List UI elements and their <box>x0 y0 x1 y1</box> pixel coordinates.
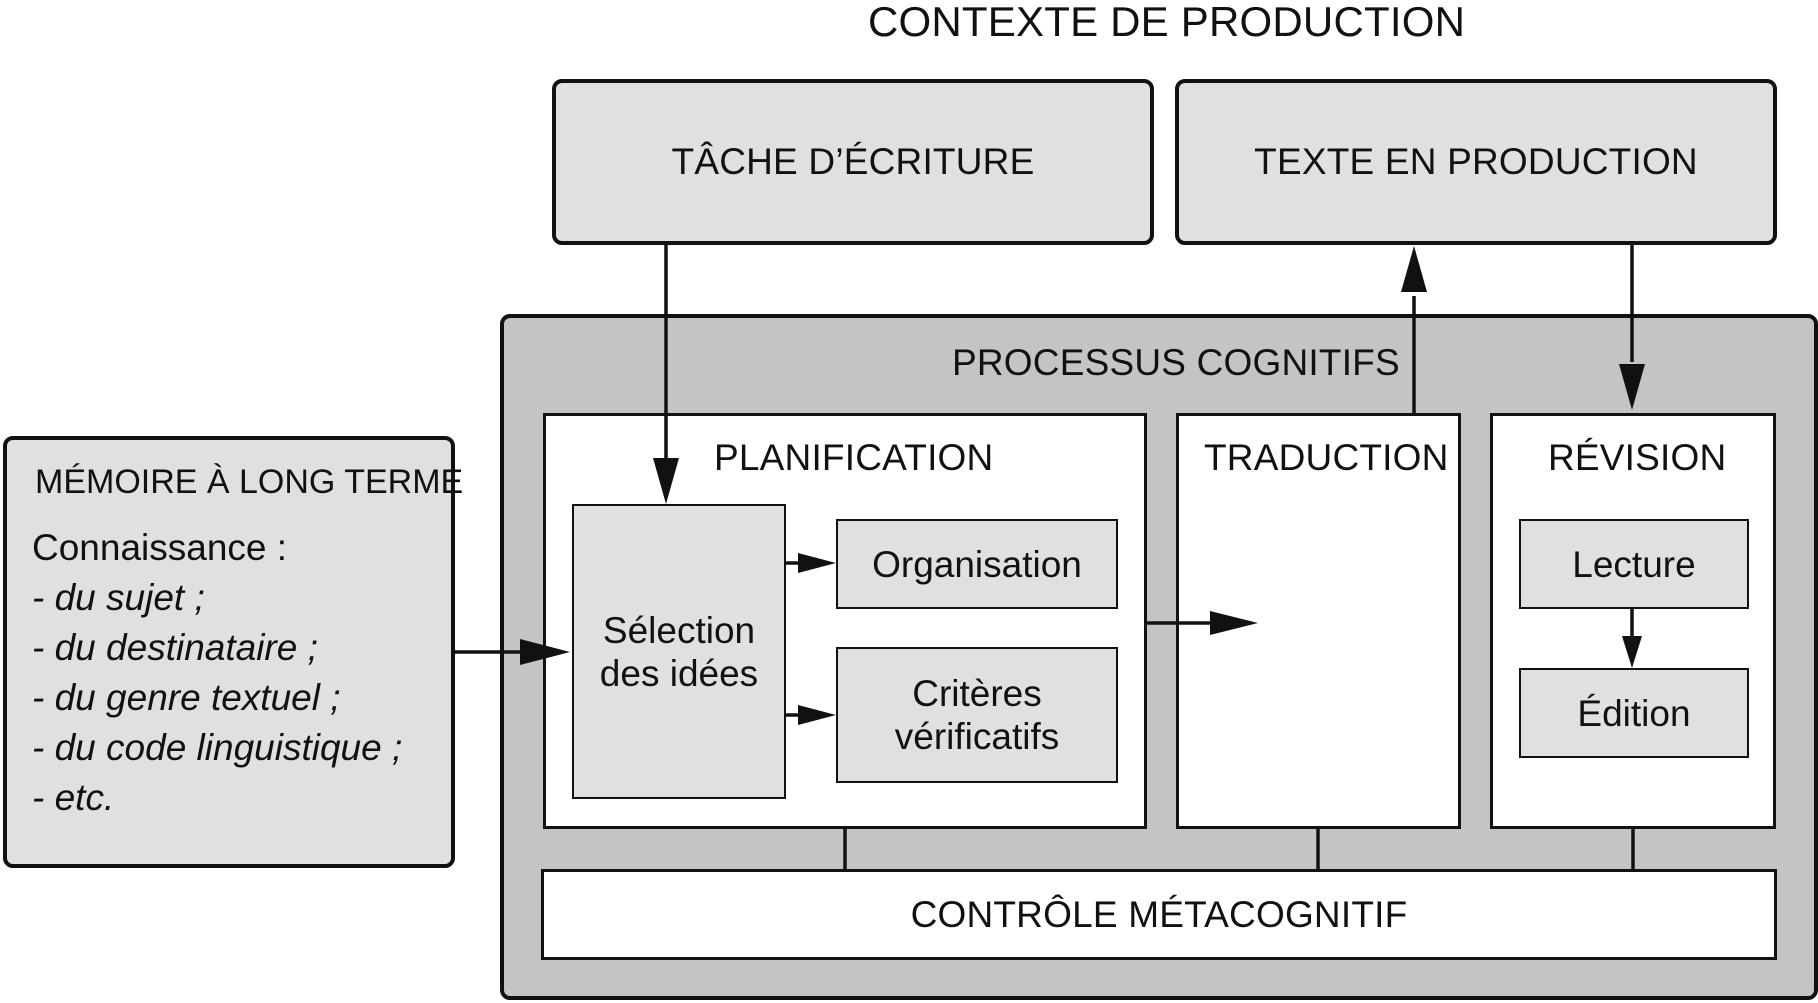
controle-metacognitif-label: CONTRÔLE MÉTACOGNITIF <box>910 893 1408 935</box>
edition-label: Édition <box>1577 692 1691 734</box>
memoire-heading: Connaissance : <box>32 527 288 568</box>
controle-metacognitif-box: CONTRÔLE MÉTACOGNITIF <box>541 869 1777 960</box>
lecture-label: Lecture <box>1572 543 1696 585</box>
selection-idees-box: Sélection des idées <box>572 504 786 799</box>
memoire-long-terme-box <box>3 436 455 868</box>
edition-box: Édition <box>1519 668 1749 758</box>
memoire-item: - du destinataire ; <box>32 627 318 668</box>
arrowhead-selection-criteres <box>798 705 836 725</box>
revision-label: RÉVISION <box>1548 437 1727 478</box>
arrowhead-planification-traduction <box>1210 611 1258 635</box>
arrowhead-selection-organisation <box>798 553 836 573</box>
arrowhead-memoire-selection <box>520 639 570 665</box>
selection-label-line1: Sélection <box>602 609 756 651</box>
criteres-box: Critères vérificatifs <box>836 647 1118 783</box>
memoire-item: - du genre textuel ; <box>32 677 341 718</box>
arrowhead-texte-revision <box>1619 364 1645 410</box>
processus-cognitifs-label: PROCESSUS COGNITIFS <box>952 342 1400 383</box>
criteres-label-line2: vérificatifs <box>894 716 1060 757</box>
criteres-label-line1: Critères <box>912 673 1042 714</box>
memoire-title: MÉMOIRE À LONG TERME <box>35 463 464 501</box>
texte-production-box: TEXTE EN PRODUCTION <box>1175 79 1777 245</box>
arrowhead-tache-selection <box>653 458 679 504</box>
memoire-item: - du sujet ; <box>32 577 205 618</box>
arrowhead-traduction-texte <box>1401 246 1427 292</box>
memoire-item: - etc. <box>32 777 115 818</box>
arrowhead-lecture-edition <box>1622 636 1642 668</box>
organisation-label: Organisation <box>872 543 1082 585</box>
diagram-title: CONTEXTE DE PRODUCTION <box>868 0 1466 45</box>
organisation-box: Organisation <box>836 519 1118 609</box>
selection-label-line2: des idées <box>599 652 759 694</box>
lecture-box: Lecture <box>1519 519 1749 609</box>
tache-ecriture-box: TÂCHE D’ÉCRITURE <box>552 79 1154 245</box>
memoire-item: - du code linguistique ; <box>32 727 403 768</box>
traduction-label: TRADUCTION <box>1204 437 1449 478</box>
tache-ecriture-label: TÂCHE D’ÉCRITURE <box>671 141 1035 182</box>
planification-label: PLANIFICATION <box>714 437 994 478</box>
texte-production-label: TEXTE EN PRODUCTION <box>1254 141 1698 182</box>
